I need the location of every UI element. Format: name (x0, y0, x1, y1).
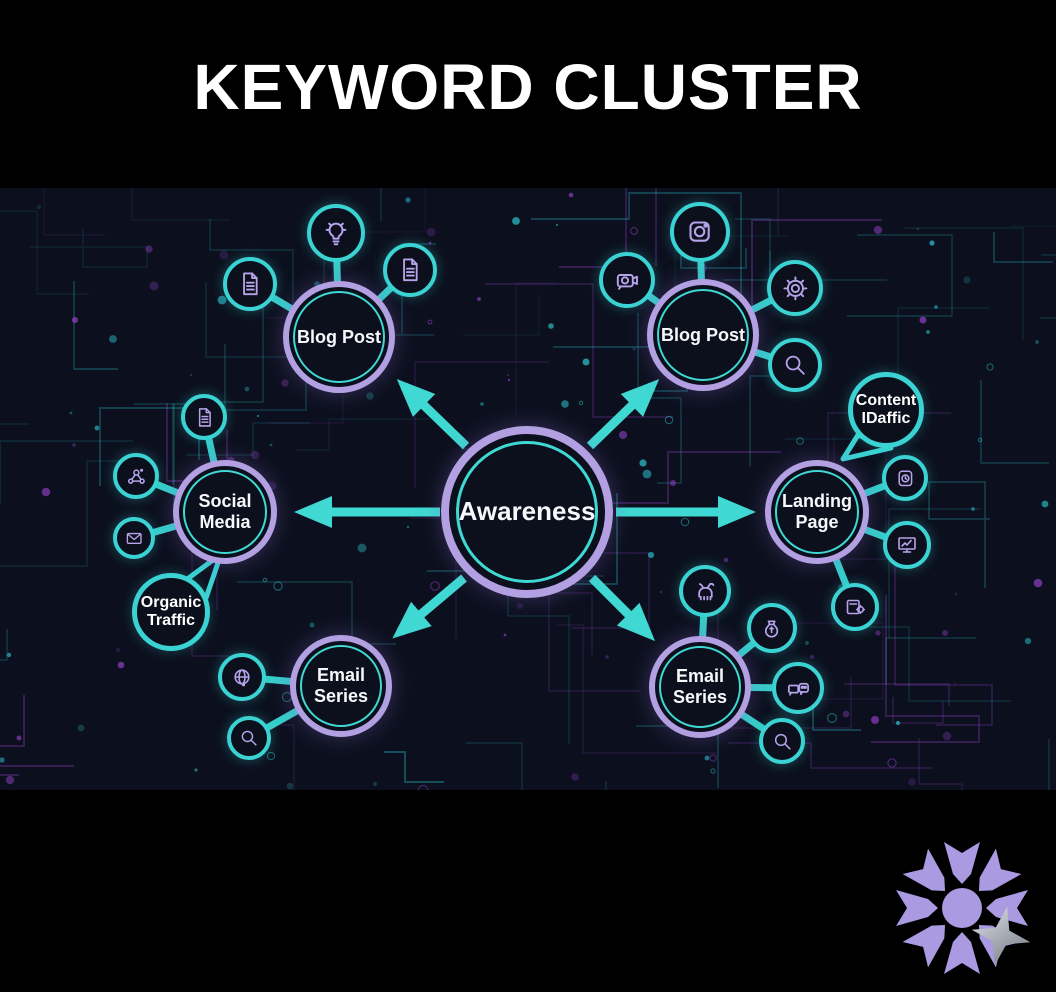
node-label: Blog Post (661, 324, 745, 345)
page-gear-icon (831, 583, 879, 631)
node-label: Blog Post (297, 326, 381, 347)
node-label: Social Media (198, 491, 252, 532)
node-email-series-left: Email Series (290, 635, 392, 737)
node-blog-post-top-left: Blog Post (283, 281, 395, 393)
lightbulb-icon (307, 204, 365, 262)
node-label: Landing Page (782, 491, 852, 532)
node-landing-page: Landing Page (765, 460, 869, 564)
money-bag-icon (747, 603, 797, 653)
node-label: Email Series (313, 665, 369, 706)
center-node-awareness: Awareness (441, 426, 613, 598)
photo-app-icon (670, 202, 730, 262)
node-email-series-right: Email Series (649, 636, 751, 738)
video-camera-icon (599, 252, 655, 308)
bubble-label: Organic Traffic (140, 594, 202, 629)
monitor-icon (883, 521, 931, 569)
share-network-icon (113, 453, 159, 499)
center-node-label: Awareness (458, 496, 596, 527)
document-icon (383, 243, 437, 297)
bubble-organic-traffic: Organic Traffic (132, 573, 210, 651)
document-icon (223, 257, 277, 311)
magnifier-icon (768, 338, 822, 392)
brand-logo (896, 842, 1031, 974)
pet-icon (679, 565, 731, 617)
document-icon (181, 394, 227, 440)
bubble-label: Content IDaffic (855, 392, 917, 427)
app-window-icon (882, 455, 928, 501)
node-social-media: Social Media (173, 460, 277, 564)
camera-chat-icon (772, 662, 824, 714)
node-label: Email Series (672, 666, 728, 707)
globe-icon (218, 653, 266, 701)
page-title: KEYWORD CLUSTER (193, 51, 863, 123)
diagram-panel: Awareness Blog Post Blog Post Social Med… (0, 188, 1056, 790)
magnifier-icon (759, 718, 805, 764)
gear-icon (767, 260, 823, 316)
magnifier-icon (227, 716, 271, 760)
flower-icon (896, 842, 1028, 974)
center-arrows (294, 379, 756, 642)
node-blog-post-top-right: Blog Post (647, 279, 759, 391)
sparkle-icon (971, 906, 1031, 966)
bubble-content-traffic: Content IDaffic (848, 372, 924, 448)
envelope-icon (113, 517, 155, 559)
